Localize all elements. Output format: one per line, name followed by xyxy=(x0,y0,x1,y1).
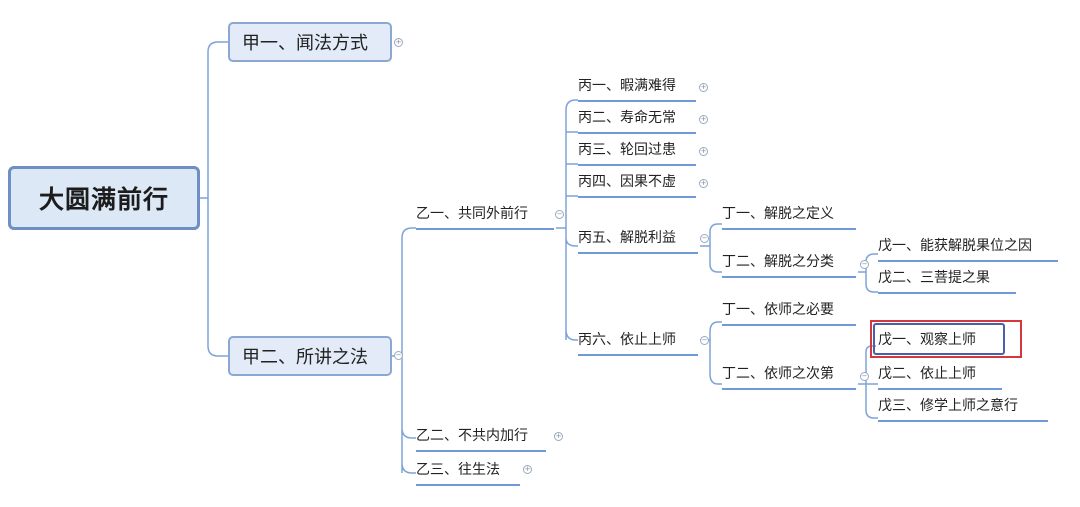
topic-ding-4[interactable]: 丁二、依师之次第 xyxy=(722,364,856,390)
expand-icon[interactable]: + xyxy=(699,115,708,124)
expand-icon[interactable]: + xyxy=(523,465,532,474)
topic-yi-3[interactable]: 乙三、往生法 xyxy=(416,460,520,486)
topic-ding-3[interactable]: 丁一、依师之必要 xyxy=(722,300,856,326)
collapse-icon[interactable]: − xyxy=(555,210,564,219)
topic-bing-3[interactable]: 丙三、轮回过患 xyxy=(578,140,696,166)
topic-yi-2[interactable]: 乙二、不共内加行 xyxy=(416,426,546,452)
expand-icon[interactable]: + xyxy=(554,432,563,441)
topic-bing-5[interactable]: 丙五、解脱利益 xyxy=(578,228,698,254)
expand-icon[interactable]: + xyxy=(394,38,403,47)
topic-bing-6[interactable]: 丙六、依止上师 xyxy=(578,330,698,356)
topic-wu-5[interactable]: 戊三、修学上师之意行 xyxy=(878,396,1048,422)
topic-bing-2[interactable]: 丙二、寿命无常 xyxy=(578,108,696,134)
topic-wu-3[interactable]: 戊一、观察上师 xyxy=(878,332,976,348)
topic-yi-1[interactable]: 乙一、共同外前行 xyxy=(416,204,554,230)
collapse-icon[interactable]: − xyxy=(700,336,709,345)
expand-icon[interactable]: + xyxy=(699,147,708,156)
topic-bing-1[interactable]: 丙一、暇满难得 xyxy=(578,76,696,102)
topic-ding-1[interactable]: 丁一、解脱之定义 xyxy=(722,204,856,230)
selection-box xyxy=(873,323,1005,355)
topic-bing-4[interactable]: 丙四、因果不虚 xyxy=(578,172,696,198)
expand-icon[interactable]: + xyxy=(699,179,708,188)
collapse-icon[interactable]: − xyxy=(394,351,403,360)
collapse-icon[interactable]: − xyxy=(700,234,709,243)
collapse-icon[interactable]: − xyxy=(860,260,869,269)
topic-wu-1[interactable]: 戊一、能获解脱果位之因 xyxy=(878,236,1058,262)
topic-wu-2[interactable]: 戊二、三菩提之果 xyxy=(878,268,1016,294)
root-topic[interactable]: 大圆满前行 xyxy=(8,166,200,230)
expand-icon[interactable]: + xyxy=(699,83,708,92)
main-topic-jia-2[interactable]: 甲二、所讲之法 xyxy=(228,336,392,376)
topic-ding-2[interactable]: 丁二、解脱之分类 xyxy=(722,252,856,278)
highlight-box xyxy=(870,320,1022,358)
main-topic-jia-1[interactable]: 甲一、闻法方式 xyxy=(228,22,392,62)
topic-wu-4[interactable]: 戊二、依止上师 xyxy=(878,364,1002,390)
collapse-icon[interactable]: − xyxy=(860,372,869,381)
